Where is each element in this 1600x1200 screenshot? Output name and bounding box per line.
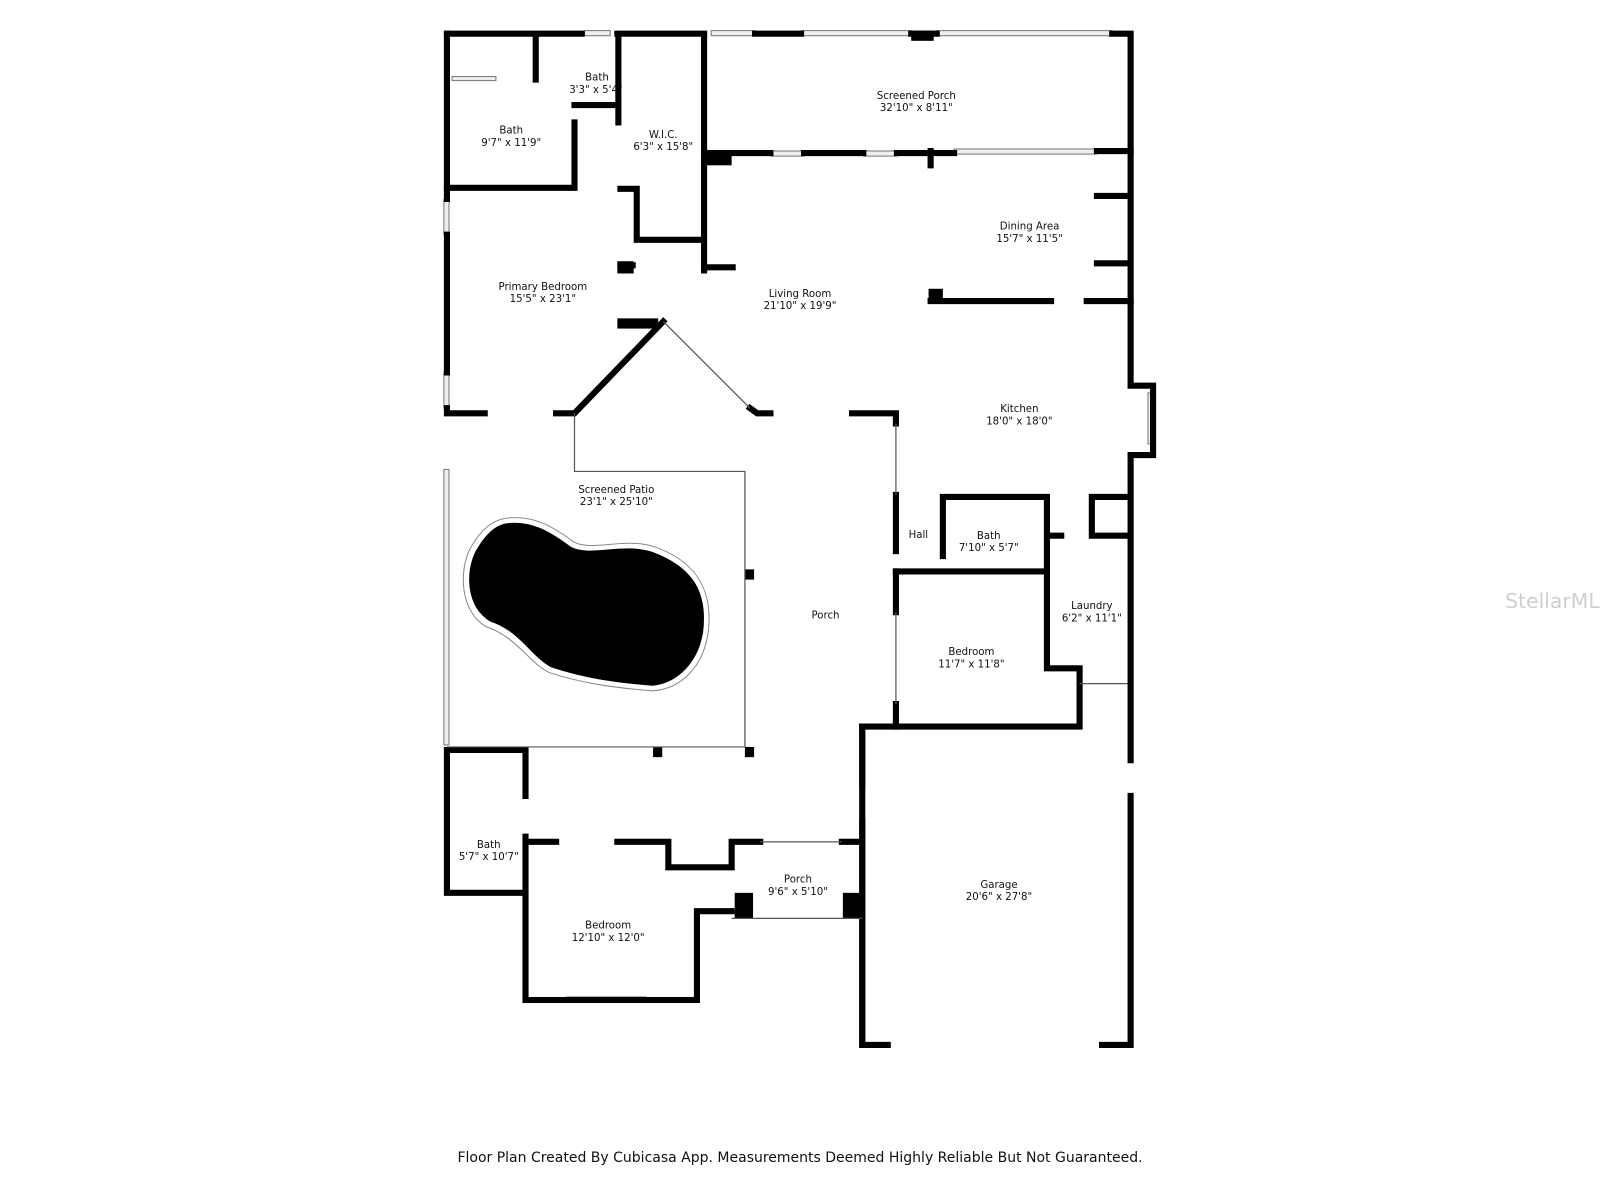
room-name: Bath xyxy=(977,531,1001,542)
room-name: Primary Bedroom xyxy=(499,282,588,293)
watermark: StellarMLS xyxy=(1505,589,1600,613)
room-size: 9'6" x 5'10" xyxy=(768,887,828,898)
room-name: Bath xyxy=(585,73,609,84)
room-name: Bath xyxy=(477,840,501,851)
room-name: Hall xyxy=(909,530,929,541)
room-size: 7'10" x 5'7" xyxy=(959,543,1019,554)
room-name: Screened Patio xyxy=(578,485,654,496)
room-size: 18'0" x 18'0" xyxy=(986,416,1052,427)
room-name: Bath xyxy=(499,126,523,137)
room-name: Screened Porch xyxy=(877,91,956,102)
room-name: Dining Area xyxy=(1000,222,1060,233)
room-size: 21'10" x 19'9" xyxy=(764,301,837,312)
room-size: 9'7" x 11'9" xyxy=(481,138,541,149)
room-size: 15'5" x 23'1" xyxy=(510,294,576,305)
pool xyxy=(467,520,706,688)
room-name: Garage xyxy=(980,880,1017,891)
room-size: 5'7" x 10'7" xyxy=(459,852,519,863)
room-size: 12'10" x 12'0" xyxy=(572,933,645,944)
room-size: 6'2" x 11'1" xyxy=(1062,613,1122,624)
room-name: Porch xyxy=(811,610,839,621)
footer-disclaimer: Floor Plan Created By Cubicasa App. Meas… xyxy=(457,1150,1143,1166)
room-size: 32'10" x 8'11" xyxy=(880,103,953,114)
room-name: Living Room xyxy=(769,289,832,300)
walls xyxy=(443,30,1157,1048)
room-name: Laundry xyxy=(1071,601,1113,612)
room-name: W.I.C. xyxy=(649,130,678,141)
room-size: 15'7" x 11'5" xyxy=(996,234,1062,245)
room-size: 11'7" x 11'8" xyxy=(938,659,1004,670)
thin-lines xyxy=(446,320,1128,919)
room-name: Bedroom xyxy=(585,921,631,932)
room-size: 6'3" x 15'8" xyxy=(633,142,693,153)
room-size: 23'1" x 25'10" xyxy=(580,497,653,508)
room-name: Kitchen xyxy=(1000,404,1038,415)
room-size: 3'3" x 5'4" xyxy=(569,85,622,96)
room-name: Bedroom xyxy=(948,647,994,658)
room-name: Porch xyxy=(784,875,812,886)
room-size: 20'6" x 27'8" xyxy=(966,892,1032,903)
room-labels: Bath 3'3" x 5'4" Bath 9'7" x 11'9" W.I.C… xyxy=(459,73,1122,944)
